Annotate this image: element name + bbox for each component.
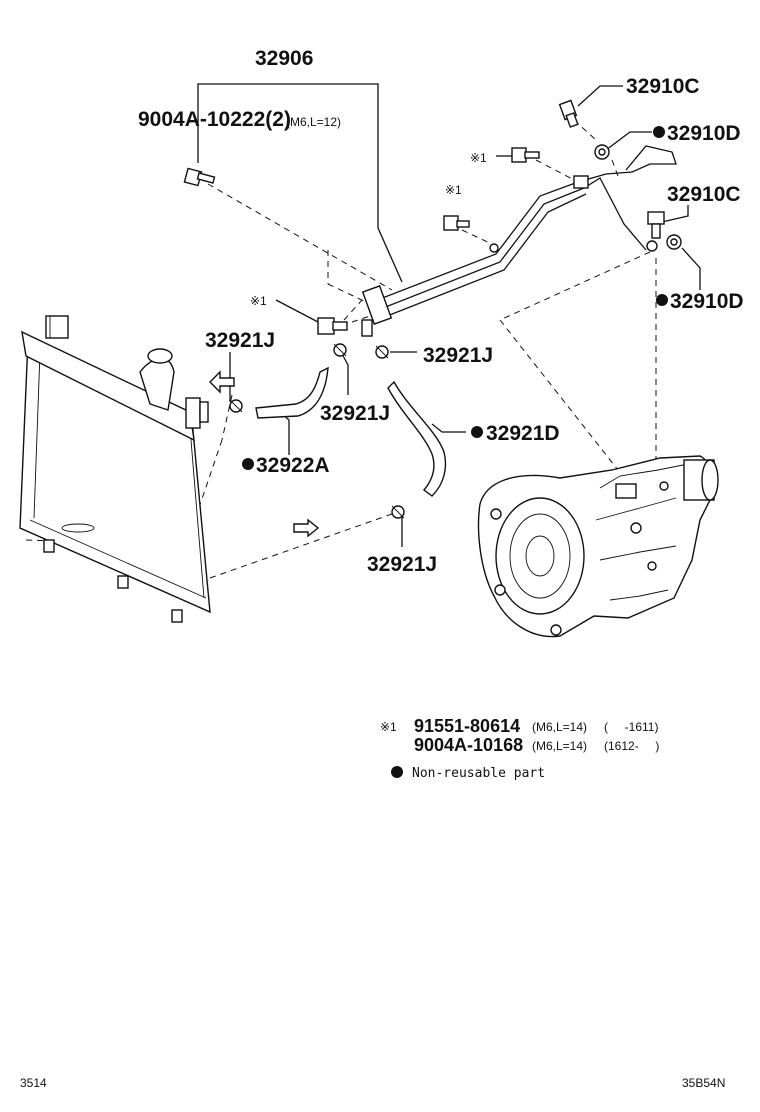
radiator-illustration <box>19 315 211 623</box>
label-32921j-right[interactable]: 32921J <box>423 344 493 367</box>
clip-icon <box>229 399 243 413</box>
non-reusable-marker-icon <box>656 294 668 306</box>
flow-arrow-icon <box>209 370 235 394</box>
non-reusable-marker-icon <box>653 126 665 138</box>
note-part-9004a-10168[interactable]: 9004A-10168 <box>414 735 523 755</box>
transmission-illustration <box>477 455 719 638</box>
clip-icon <box>375 345 389 359</box>
label-32910c-top[interactable]: 32910C <box>626 75 700 98</box>
label-9004a-10222-spec: (M6,L=12) <box>286 115 341 129</box>
bolt-icon <box>317 317 348 335</box>
part-labels: 32906 9004A-10222(2) (M6,L=12) 32910C 32… <box>138 47 744 576</box>
clip-icon <box>333 343 347 357</box>
legend-bullet-icon <box>391 766 403 778</box>
gasket-icon <box>670 238 678 246</box>
label-mark1-lower: ※1 <box>250 294 267 308</box>
hose-clips <box>229 343 405 519</box>
gasket-icon <box>598 148 606 156</box>
label-32910d-top[interactable]: 32910D <box>667 122 741 145</box>
notes: ※1 91551-80614 (M6,L=14) ( -1611) 9004A-… <box>380 716 659 781</box>
label-32921d[interactable]: 32921D <box>486 422 560 445</box>
label-32921j-bottom[interactable]: 32921J <box>367 553 437 576</box>
label-32921j-center[interactable]: 32921J <box>320 402 390 425</box>
bolt-icon <box>511 147 540 163</box>
note-spec-2: (M6,L=14) <box>532 739 587 753</box>
label-32921j-left[interactable]: 32921J <box>205 329 275 352</box>
bolt-icon <box>183 167 216 187</box>
legend-text: Non-reusable part <box>412 766 545 781</box>
label-32910c-mid[interactable]: 32910C <box>667 183 741 206</box>
oil-cooler-tube <box>361 145 677 337</box>
label-32922a[interactable]: 32922A <box>256 454 330 477</box>
label-9004a-10222[interactable]: 9004A-10222(2) <box>138 108 291 131</box>
note-range-1: ( -1611) <box>604 720 658 734</box>
footer-page-code: 3514 <box>20 1076 47 1090</box>
note-spec-1: (M6,L=14) <box>532 720 587 734</box>
union-bolt-icon <box>558 99 579 128</box>
footer-illustration-code: 35B54N <box>682 1076 725 1090</box>
clip-icon <box>391 505 405 519</box>
union-bolt-icon <box>647 211 665 239</box>
gasket-icon <box>646 240 658 252</box>
bolt-icon <box>443 215 470 231</box>
label-32910d-bottom[interactable]: 32910D <box>670 290 744 313</box>
non-reusable-marker-icon <box>471 426 483 438</box>
hoses <box>255 366 447 497</box>
non-reusable-marker-icon <box>242 458 254 470</box>
note-part-91551-80614[interactable]: 91551-80614 <box>414 716 520 736</box>
bolts <box>183 99 665 335</box>
label-mark1-middle: ※1 <box>445 183 462 197</box>
label-32906[interactable]: 32906 <box>255 47 313 70</box>
flow-arrow-icon <box>293 518 320 538</box>
label-mark1-upper: ※1 <box>470 151 487 165</box>
flow-arrows <box>209 370 320 538</box>
gaskets <box>594 144 682 252</box>
note-range-2: (1612- ) <box>604 739 659 753</box>
note-mark: ※1 <box>380 720 397 734</box>
